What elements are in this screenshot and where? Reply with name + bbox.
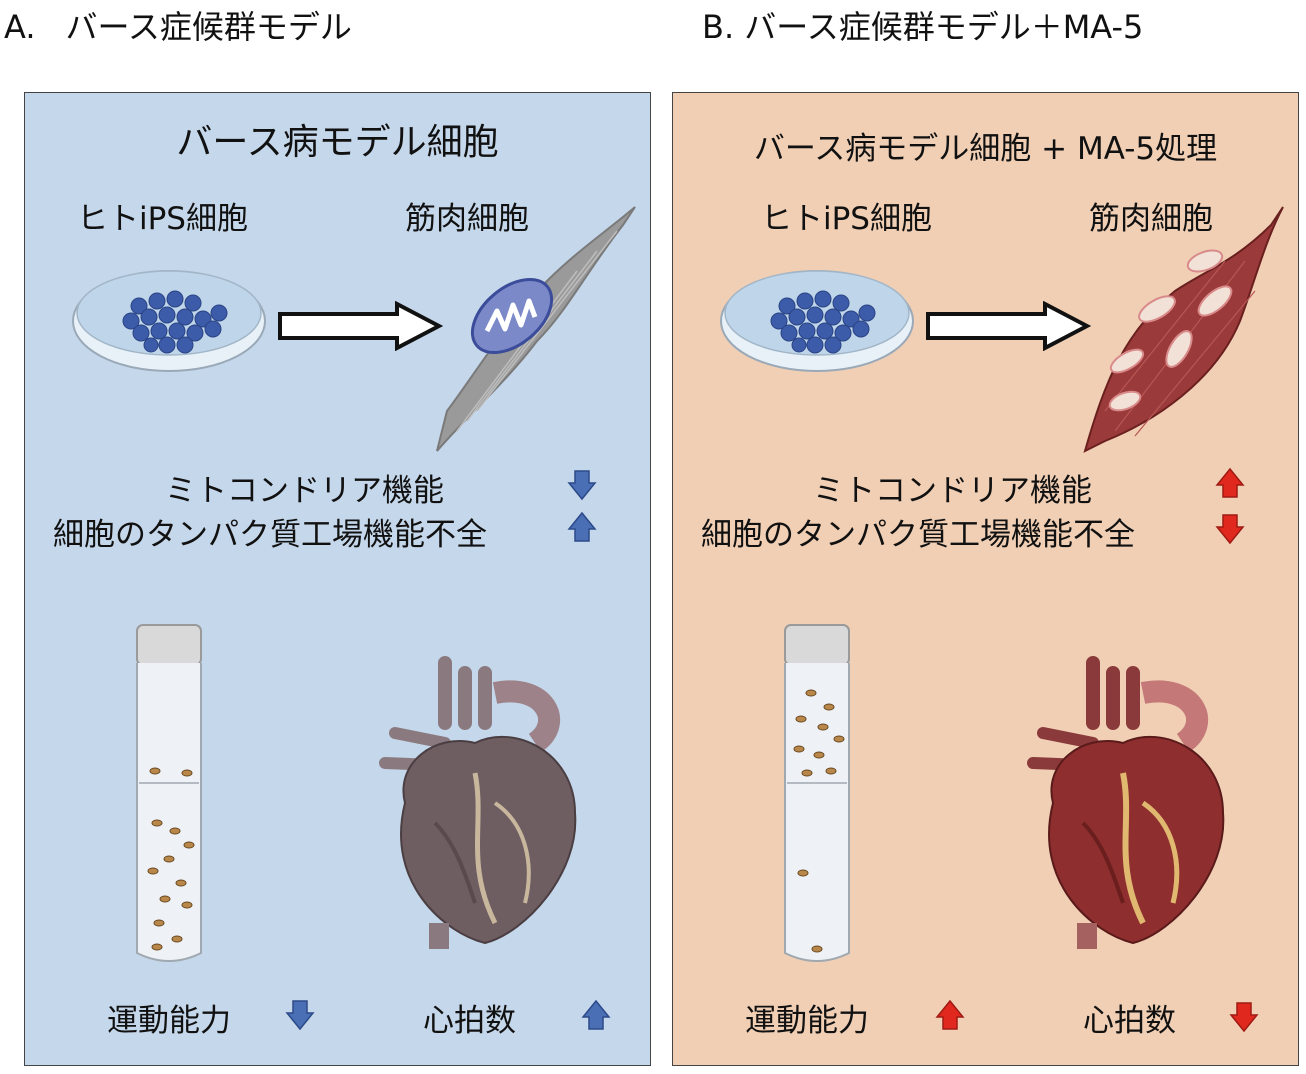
ips-label: ヒトiPS細胞 — [761, 201, 932, 237]
header-b: B. バース症候群モデル＋MA-5 — [702, 8, 1144, 46]
panel-a-title: バース病モデル細胞 — [176, 122, 499, 163]
header-a-title: バース症候群モデル — [65, 8, 352, 46]
down-arrow-icon — [567, 470, 597, 501]
petri-dish-icon — [720, 270, 914, 372]
muscle-label: 筋肉細胞 — [405, 201, 529, 237]
muscle-cell-icon — [1083, 206, 1284, 453]
mito-function-label: ミトコンドリア機能 — [165, 473, 444, 509]
muscle-label: 筋肉細胞 — [1089, 201, 1213, 237]
panel-b: バース病モデル細胞 + MA-5処理 ヒトiPS細胞 筋肉細胞 ミトコンドリア機… — [672, 92, 1299, 1066]
heart-rate-label: 心拍数 — [1083, 1003, 1176, 1039]
down-arrow-icon — [1229, 1002, 1259, 1033]
fly-vial-icon — [136, 624, 202, 962]
up-arrow-icon — [935, 999, 965, 1030]
muscle-cell-icon — [436, 206, 636, 452]
motor-ability-label: 運動能力 — [107, 1003, 231, 1039]
up-arrow-icon — [567, 511, 597, 542]
ips-label: ヒトiPS細胞 — [77, 201, 248, 237]
fly-vial-icon — [784, 624, 850, 962]
heart-icon — [379, 656, 577, 949]
protein-factory-label: 細胞のタンパク質工場機能不全 — [53, 517, 487, 553]
heart-icon — [1027, 656, 1225, 949]
panel-b-title: バース病モデル細胞 + MA-5処理 — [753, 131, 1218, 167]
up-arrow-icon — [581, 999, 611, 1030]
heart-rate-label: 心拍数 — [423, 1003, 516, 1039]
protein-factory-label: 細胞のタンパク質工場機能不全 — [701, 517, 1135, 553]
process-arrow-icon — [278, 301, 443, 351]
panel-a: バース病モデル細胞 ヒトiPS細胞 筋肉細胞 ミトコンドリア機能 細胞のタンパク… — [24, 92, 651, 1066]
mito-function-label: ミトコンドリア機能 — [813, 473, 1092, 509]
header-a: A. バース症候群モデル — [4, 2, 352, 48]
motor-ability-label: 運動能力 — [745, 1003, 869, 1039]
petri-dish-icon — [72, 270, 266, 372]
up-arrow-icon — [1215, 467, 1245, 498]
down-arrow-icon — [285, 1000, 315, 1031]
header-a-letter: A. — [4, 8, 36, 46]
process-arrow-icon — [926, 301, 1091, 351]
down-arrow-icon — [1215, 514, 1245, 545]
